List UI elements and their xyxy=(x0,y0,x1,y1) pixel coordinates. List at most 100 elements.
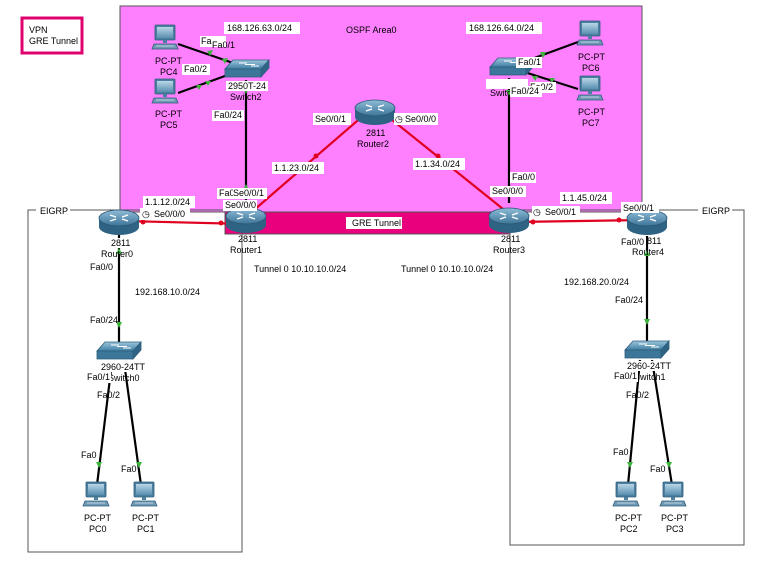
port-r1-se000: Se0/0/0 xyxy=(225,200,256,210)
port-sw0-fa024: Fa0/24 xyxy=(90,315,118,325)
port-r3-se001: Se0/0/1 xyxy=(545,207,576,217)
port-r4-se001: Se0/0/1 xyxy=(623,203,654,213)
pc3-name: PC3 xyxy=(666,524,684,534)
pc0-model: PC-PT xyxy=(84,513,112,523)
switch2-name: Switch2 xyxy=(230,92,262,102)
router1-model: 2811 xyxy=(238,234,257,244)
port-pc0-fa0: Fa0 xyxy=(81,450,97,460)
port-pc1-fa0: Fa0 xyxy=(121,464,137,474)
switch1-name: Switch1 xyxy=(634,372,666,382)
clock-r0: ◷ xyxy=(142,209,150,219)
pc4[interactable]: PC-PT PC4 xyxy=(151,24,183,77)
port-r0-se000: Se0/0/0 xyxy=(154,209,185,219)
tunnel-left-label: Tunnel 0 10.10.10.0/24 xyxy=(254,264,346,274)
gre-tunnel-label: GRE Tunnel xyxy=(352,218,401,228)
port-sw1-fa01: Fa0/1 xyxy=(614,371,637,381)
port-sw2-fa01: Fa0/1 xyxy=(212,40,235,50)
port-r0-fa00: Fa0/0 xyxy=(90,262,113,272)
ospf-area-label: OSPF Area0 xyxy=(346,25,397,35)
pc1-model: PC-PT xyxy=(132,513,160,523)
pc5-model: PC-PT xyxy=(155,109,183,119)
pc7[interactable]: PC-PT PC7 xyxy=(576,75,606,128)
port-r1-se001: Se0/0/1 xyxy=(233,188,264,198)
pc6-model: PC-PT xyxy=(578,52,606,62)
net-1-1-12: 1.1.12.0/24 xyxy=(145,197,190,207)
switch1-model: 2960-24TT xyxy=(627,361,672,371)
pc7-name: PC7 xyxy=(582,118,600,128)
router1-name: Router1 xyxy=(230,245,262,255)
switch2[interactable]: 2950T-24 Switch2 xyxy=(224,59,270,102)
legend-box: VPN GRE Tunnel xyxy=(20,16,84,55)
port-sw3-fa024: Fa0/24 xyxy=(511,86,539,96)
pc6[interactable]: PC-PT PC6 xyxy=(576,20,606,73)
area-labels: OSPF Area0 EIGRP EIGRP GRE Tunnel xyxy=(36,25,732,229)
pc4-model: PC-PT xyxy=(155,56,183,66)
switch3[interactable]: Switch3 xyxy=(486,57,535,98)
port-sw2-fa024: Fa0/24 xyxy=(214,110,242,120)
pc4-name: PC4 xyxy=(160,67,178,77)
pc5-name: PC5 xyxy=(160,120,178,130)
pc6-name: PC6 xyxy=(582,63,600,73)
pc1-name: PC1 xyxy=(137,524,155,534)
port-labels: Fa Fa0/1 Fa0/2 Fa0/24 Fa0/0 Se0/0/1 Se0/… xyxy=(81,36,666,474)
router3-model: 2811 xyxy=(501,234,520,244)
port-pc3-fa0: Fa0 xyxy=(650,464,666,474)
port-r3-se000: Se0/0/0 xyxy=(492,186,523,196)
router3[interactable]: 2811 Router3 xyxy=(488,207,530,255)
net-1-1-23: 1.1.23.0/24 xyxy=(274,163,319,173)
legend-line-1: VPN xyxy=(29,25,48,35)
port-sw0-fa02: Fa0/2 xyxy=(97,390,120,400)
port-r3-fa00: Fa0/0 xyxy=(512,172,535,182)
pc2-model: PC-PT xyxy=(615,513,643,523)
switch3-name: Switch3 xyxy=(490,88,522,98)
port-sw3-fa01: Fa0/1 xyxy=(518,57,541,67)
serial-dte-markers xyxy=(140,153,622,226)
net-168-126-64: 168.126.64.0/24 xyxy=(469,23,534,33)
pc2[interactable]: PC-PT PC2 xyxy=(612,481,643,534)
tunnel-right-label: Tunnel 0 10.10.10.0/24 xyxy=(401,264,493,274)
net-192-168-10: 192.168.10.0/24 xyxy=(135,287,200,297)
port-sw1-fa02: Fa0/2 xyxy=(626,390,649,400)
switch0-model: 2960-24TT xyxy=(101,362,146,372)
switch0[interactable]: 2960-24TT Switch0 xyxy=(96,341,146,383)
net-168-126-63: 168.126.63.0/24 xyxy=(227,23,292,33)
router0-model: 2811 xyxy=(111,238,130,248)
eigrp-left-label: EIGRP xyxy=(40,206,68,216)
eigrp-left-area xyxy=(27,209,243,553)
router4[interactable]: 2811 Router4 xyxy=(626,209,668,257)
net-1-1-45: 1.1.45.0/24 xyxy=(562,193,607,203)
pc3-model: PC-PT xyxy=(661,513,689,523)
router4-model: 2811 xyxy=(642,236,661,246)
switch1[interactable]: 2960-24TT Switch1 xyxy=(624,340,672,382)
net-1-1-34: 1.1.34.0/24 xyxy=(415,159,460,169)
port-pc4-fa: Fa xyxy=(201,36,212,46)
pc1[interactable]: PC-PT PC1 xyxy=(130,481,160,534)
router0[interactable]: 2811 Router0 xyxy=(98,209,140,259)
pc0[interactable]: PC-PT PC0 xyxy=(82,481,112,534)
pc5[interactable]: PC-PT PC5 xyxy=(151,78,183,130)
port-sw2-fa02: Fa0/2 xyxy=(184,64,207,74)
port-r2-se000: Se0/0/0 xyxy=(405,114,436,124)
router1[interactable]: 2811 Router1 xyxy=(225,207,267,255)
clock-r3: ◷ xyxy=(533,207,541,217)
router4-name: Router4 xyxy=(632,247,664,257)
network-labels: 168.126.63.0/24 168.126.64.0/24 1.1.23.0… xyxy=(135,22,629,297)
legend-line-2: GRE Tunnel xyxy=(29,36,78,46)
clock-r2: ◷ xyxy=(395,114,403,124)
port-sw0-fa01: Fa0/1 xyxy=(87,372,110,382)
net-192-168-20: 192.168.20.0/24 xyxy=(564,277,629,287)
switch2-model: 2950T-24 xyxy=(228,81,266,91)
router2[interactable]: 2811 Router2 xyxy=(354,99,396,149)
router2-name: Router2 xyxy=(357,139,389,149)
port-r4-fa00: Fa0/0 xyxy=(621,237,644,247)
pc2-name: PC2 xyxy=(620,524,638,534)
switch0-name: Switch0 xyxy=(108,373,140,383)
router3-name: Router3 xyxy=(493,245,525,255)
router2-model: 2811 xyxy=(366,128,385,138)
pc7-model: PC-PT xyxy=(578,107,606,117)
pc3[interactable]: PC-PT PC3 xyxy=(659,481,689,534)
eigrp-right-label: EIGRP xyxy=(702,206,730,216)
pc0-name: PC0 xyxy=(89,524,107,534)
port-r1-fa00: Fa0/0 xyxy=(219,188,242,198)
